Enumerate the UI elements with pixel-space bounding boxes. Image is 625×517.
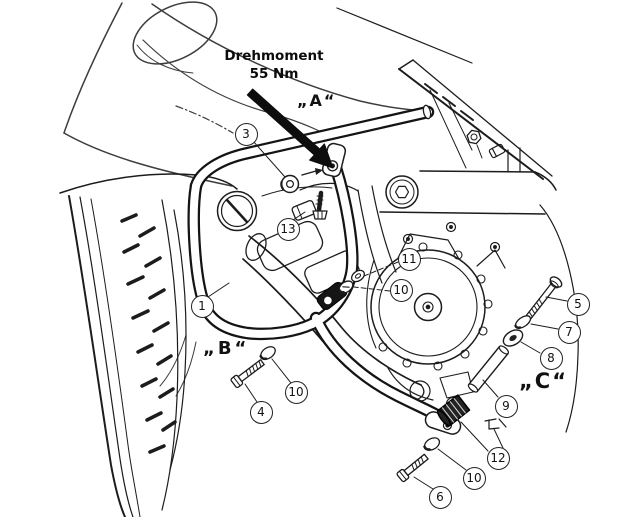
bolt-4: [230, 359, 265, 389]
washer-10-c: [423, 437, 441, 451]
washer-10-mid: [337, 280, 354, 294]
mount-label-b: „B“: [203, 338, 250, 359]
washer-8: [502, 329, 524, 347]
fairing: [63, 1, 427, 397]
part-callout-3: 3: [234, 122, 258, 146]
spacer-3: [280, 174, 300, 194]
washer-11: [350, 269, 366, 283]
frame: [336, 7, 579, 433]
spacer-9: [467, 345, 510, 393]
torque-arrow-icon: [246, 88, 334, 169]
end-bracket: [424, 394, 507, 435]
pointer-arrow-icon: [301, 168, 323, 176]
part-callout-10b: 10: [284, 380, 308, 404]
part-callout-12: 12: [486, 446, 510, 470]
part-callout-6: 6: [428, 485, 452, 509]
bolt-5: [525, 276, 563, 320]
tire-tread: [120, 213, 177, 454]
part-callout-1: 1: [190, 294, 214, 318]
part-callout-7: 7: [557, 320, 581, 344]
leader-lines: [207, 140, 568, 490]
fasteners: [230, 174, 563, 483]
cover-bolts: [378, 242, 493, 371]
part-callout-9: 9: [494, 394, 518, 418]
torque-note-line2: 55 Nm: [249, 65, 299, 82]
part-callout-5: 5: [566, 292, 590, 316]
clip: [484, 418, 507, 430]
crash-bar: [187, 104, 447, 424]
mount-label-c: „C“: [519, 369, 569, 393]
bolt-6: [396, 453, 429, 483]
part-callout-10a: 10: [389, 278, 413, 302]
part-callout-10c: 10: [462, 466, 486, 490]
washer-10-b: [259, 346, 276, 361]
front-wheel: [59, 173, 238, 517]
torque-note: Drehmoment 55 Nm: [208, 48, 340, 83]
spacer-12: [436, 394, 471, 427]
part-callout-11: 11: [397, 247, 421, 271]
part-callout-13: 13: [276, 217, 300, 241]
mount-label-a: „A“: [297, 91, 337, 110]
torque-note-line1: Drehmoment: [224, 48, 324, 64]
part-callout-4: 4: [249, 400, 273, 424]
washer-7: [514, 315, 532, 329]
bolt-13: [291, 190, 328, 221]
part-callout-8: 8: [539, 346, 563, 370]
